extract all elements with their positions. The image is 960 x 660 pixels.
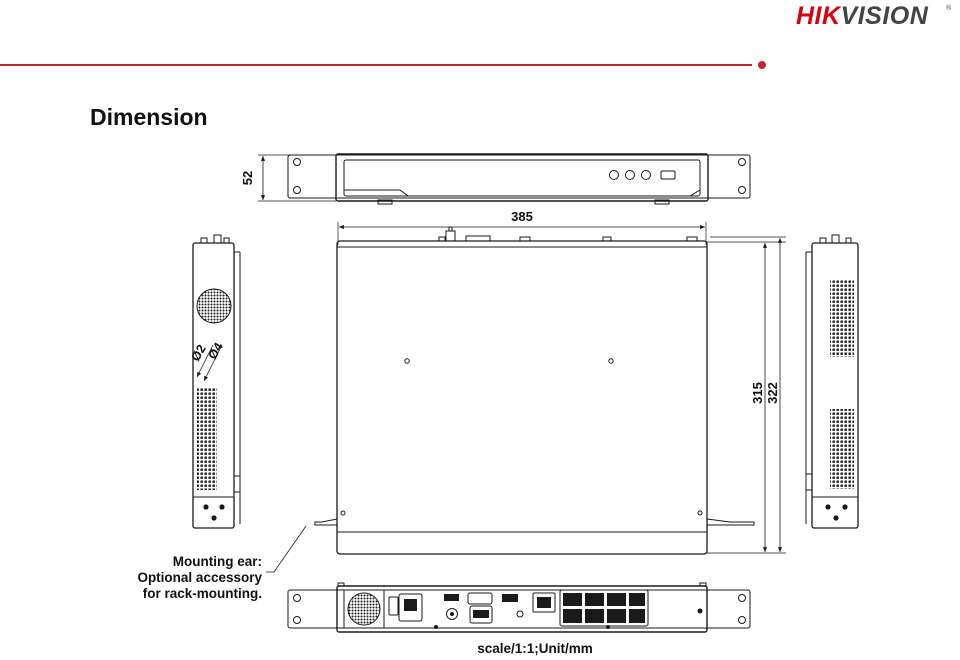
mounting-ear-note-line-1: Mounting ear: [172, 554, 262, 569]
poe-port-block [559, 589, 649, 627]
usb-port-front [660, 170, 676, 180]
front-led-3 [641, 170, 651, 180]
side-vent-right-top [830, 279, 854, 357]
rear-view [287, 582, 751, 633]
power-socket [398, 593, 423, 622]
logo-registered-mark: ® [946, 5, 952, 12]
width-dimension-label: 385 [511, 209, 533, 224]
page-title: Dimension [90, 104, 208, 130]
usb-port-rear [502, 594, 518, 602]
depth-body-label: 315 [750, 382, 765, 404]
height-dimension-label: 52 [240, 171, 255, 185]
hdmi-port [469, 605, 493, 624]
mounting-ear-note-line-2: Optional accessory [137, 570, 262, 585]
mounting-ear-note: Mounting ear: Optional accessory for rac… [120, 554, 262, 602]
hikvision-logo: HIKVISION ® [796, 2, 956, 32]
power-switch [388, 596, 399, 616]
top-view [314, 226, 755, 555]
logo-vision: VISION [840, 2, 929, 30]
rear-fan-grille [347, 592, 381, 626]
alarm-terminal [444, 594, 459, 601]
depth-total-label: 322 [765, 382, 780, 404]
front-led-1 [609, 170, 619, 180]
side-vent-left [197, 387, 217, 490]
front-led-2 [625, 170, 635, 180]
mounting-ear-leader [266, 525, 307, 573]
header-rule-dot [758, 61, 766, 69]
side-vent-right-bottom [830, 409, 854, 489]
mounting-ear-note-line-3: for rack-mounting. [142, 586, 262, 601]
header-rule [0, 64, 752, 66]
scale-note: scale/1:1;Unit/mm [477, 641, 593, 656]
logo-hik: HIK [796, 2, 841, 30]
fan-grille-side [196, 288, 232, 324]
left-side-view [192, 234, 241, 529]
depth-dimensions [707, 236, 786, 554]
lan-port [532, 592, 556, 613]
front-view [287, 153, 751, 205]
vga-port [467, 592, 493, 605]
height-dimension [258, 154, 336, 202]
right-side-view [805, 234, 859, 529]
hole-large-label: Ø4 [205, 340, 225, 361]
